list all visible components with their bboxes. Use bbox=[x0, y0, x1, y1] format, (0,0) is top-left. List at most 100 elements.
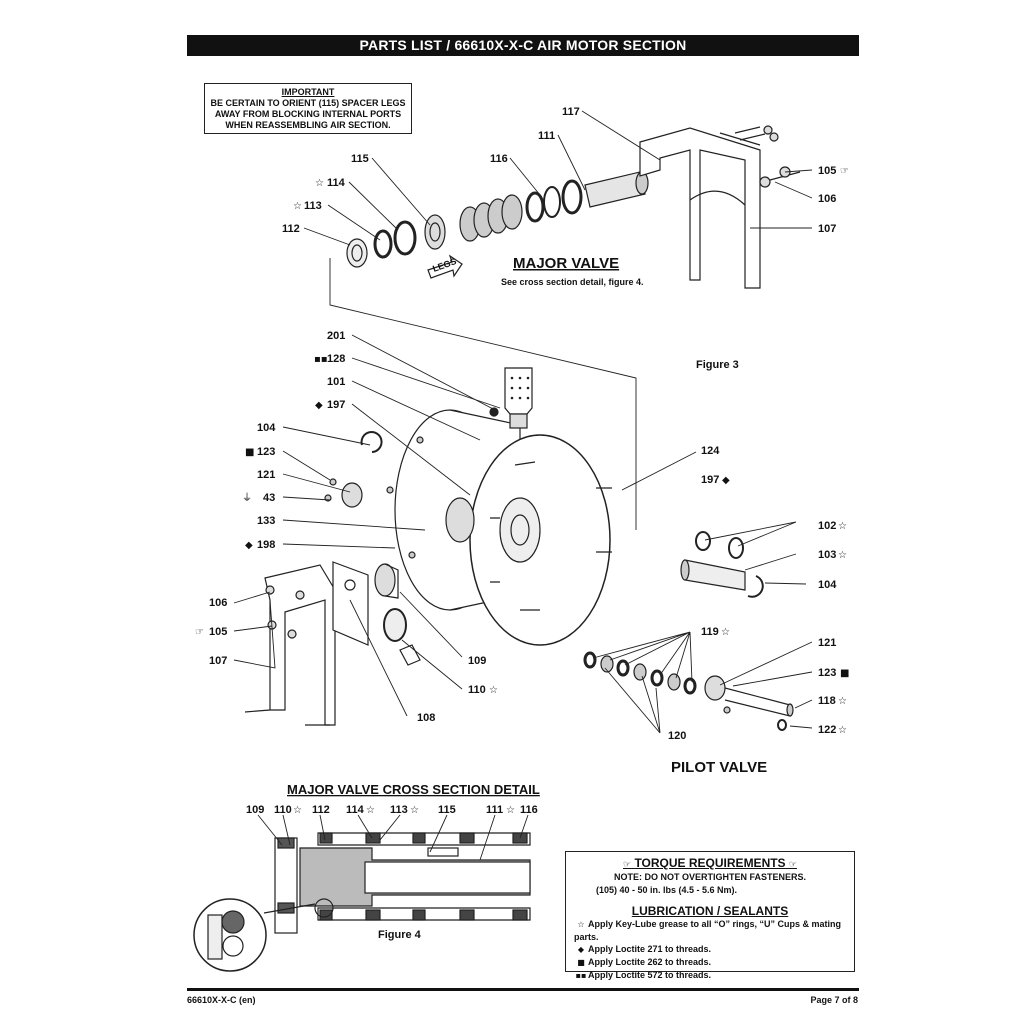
lubrication-text: Apply Loctite 271 to threads. bbox=[588, 944, 712, 954]
lubrication-text: Apply Loctite 262 to threads. bbox=[588, 957, 712, 967]
diamond-symbol: ◆ bbox=[315, 400, 323, 411]
page-title: PARTS LIST / 66610X-X-C AIR MOTOR SECTIO… bbox=[187, 35, 859, 56]
important-heading: IMPORTANT bbox=[281, 87, 335, 97]
cs-label-115: 115 bbox=[438, 804, 456, 816]
lubrication-item: ☆Apply Key-Lube grease to all “O” rings,… bbox=[574, 918, 854, 943]
lubrication-item: ▪▪Apply Loctite 572 to threads. bbox=[574, 969, 854, 982]
label-119: 119 bbox=[701, 626, 719, 638]
label-43: 43 bbox=[263, 492, 275, 504]
label-114: 114 bbox=[327, 177, 346, 189]
square-symbol: ■ bbox=[577, 958, 585, 967]
lubrication-text: Apply Loctite 572 to threads. bbox=[588, 970, 712, 980]
label-115: 115 bbox=[351, 153, 369, 165]
label-128: 128 bbox=[327, 353, 345, 365]
star-symbol: ☆ bbox=[293, 201, 302, 212]
label-111: 111 bbox=[538, 130, 555, 142]
label-118: 118 bbox=[818, 695, 836, 707]
figure-4-caption: Figure 4 bbox=[378, 929, 422, 941]
label-104-right: 104 bbox=[818, 579, 837, 591]
label-109: 109 bbox=[468, 655, 486, 667]
torque-title: ☞ TORQUE REQUIREMENTS ☞ bbox=[566, 856, 854, 870]
air-motor-body bbox=[244, 367, 612, 726]
important-line-2: AWAY FROM BLOCKING INTERNAL PORTS bbox=[214, 109, 402, 119]
ground-symbol-icon: ⏚ bbox=[242, 492, 252, 504]
lubrication-item: ■Apply Loctite 262 to threads. bbox=[574, 956, 854, 969]
important-line-3: WHEN REASSEMBLING AIR SECTION. bbox=[225, 120, 391, 130]
square-symbol: ■ bbox=[840, 668, 849, 679]
star-symbol: ☆ bbox=[838, 521, 847, 532]
label-123-left: 123 bbox=[257, 446, 275, 458]
label-117: 117 bbox=[562, 106, 580, 118]
document-id: 66610X-X-C (en) bbox=[187, 995, 256, 1005]
cs-label-111: 111 bbox=[486, 804, 503, 816]
label-197-right: 197 bbox=[701, 474, 719, 486]
cs-label-109: 109 bbox=[246, 804, 264, 816]
label-120: 120 bbox=[668, 730, 686, 742]
label-198: 198 bbox=[257, 539, 275, 551]
star-symbol: ☆ bbox=[721, 627, 730, 638]
label-107-top: 107 bbox=[818, 223, 836, 235]
cross-section-title: MAJOR VALVE CROSS SECTION DETAIL bbox=[287, 782, 540, 797]
hand-icon: ☞ bbox=[840, 166, 849, 177]
hand-icon: ☞ bbox=[195, 627, 204, 638]
label-105-top: 105 bbox=[818, 165, 836, 177]
lubrication-title: LUBRICATION / SEALANTS bbox=[631, 904, 789, 918]
star-symbol: ☆ bbox=[838, 550, 847, 561]
figure-3-caption: Figure 3 bbox=[696, 359, 739, 371]
pilot-valve-parts bbox=[583, 531, 794, 731]
major-valve-title: MAJOR VALVE bbox=[513, 255, 619, 272]
important-note: IMPORTANT BE CERTAIN TO ORIENT (115) SPA… bbox=[204, 83, 412, 134]
pilot-valve-title: PILOT VALVE bbox=[671, 759, 767, 776]
important-line-1: BE CERTAIN TO ORIENT (115) SPACER LEGS bbox=[210, 98, 406, 108]
cs-label-116: 116 bbox=[520, 804, 538, 816]
label-106-left: 106 bbox=[209, 597, 227, 609]
torque-title-text: TORQUE REQUIREMENTS bbox=[634, 856, 786, 870]
quad-square-symbol: ▪▪ bbox=[575, 971, 587, 980]
diamond-symbol: ◆ bbox=[245, 540, 253, 551]
label-122: 122 bbox=[818, 724, 836, 736]
cs-label-110: 110 bbox=[274, 804, 292, 816]
label-103: 103 bbox=[818, 549, 836, 561]
label-123-right: 123 bbox=[818, 667, 836, 679]
diamond-symbol: ◆ bbox=[722, 475, 730, 486]
quad-square-symbol: ▪▪ bbox=[314, 354, 328, 365]
page-number: Page 7 of 8 bbox=[810, 995, 858, 1005]
square-symbol: ■ bbox=[245, 447, 254, 458]
hand-icon: ☞ bbox=[623, 860, 632, 870]
hand-icon: ☞ bbox=[788, 860, 797, 870]
torque-spec: (105) 40 - 50 in. lbs (4.5 - 5.6 Nm). bbox=[596, 885, 738, 895]
requirements-box: ☞ TORQUE REQUIREMENTS ☞ NOTE: DO NOT OVE… bbox=[565, 851, 855, 980]
label-133: 133 bbox=[257, 515, 275, 527]
diamond-symbol: ◆ bbox=[577, 945, 585, 954]
label-101: 101 bbox=[327, 376, 345, 388]
label-201: 201 bbox=[327, 330, 345, 342]
lubrication-item: ◆Apply Loctite 271 to threads. bbox=[574, 943, 854, 956]
label-124: 124 bbox=[701, 445, 720, 457]
star-symbol: ☆ bbox=[410, 805, 419, 816]
footer-rule bbox=[187, 988, 859, 991]
star-symbol: ☆ bbox=[489, 685, 498, 696]
lubrication-text: Apply Key-Lube grease to all “O” rings, … bbox=[574, 919, 842, 942]
label-105-left: 105 bbox=[209, 626, 227, 638]
cross-section-detail bbox=[193, 832, 531, 972]
star-symbol: ☆ bbox=[315, 178, 324, 189]
star-symbol: ☆ bbox=[366, 805, 375, 816]
major-valve-subtitle: See cross section detail, figure 4. bbox=[501, 277, 644, 287]
label-112: 112 bbox=[282, 223, 300, 235]
label-110: 110 bbox=[468, 684, 486, 696]
major-valve-parts bbox=[346, 125, 801, 289]
label-104-left: 104 bbox=[257, 422, 276, 434]
star-symbol: ☆ bbox=[577, 920, 585, 929]
torque-note: NOTE: DO NOT OVERTIGHTEN FASTENERS. bbox=[613, 872, 806, 882]
label-102: 102 bbox=[818, 520, 836, 532]
label-107-left: 107 bbox=[209, 655, 227, 667]
star-symbol: ☆ bbox=[838, 725, 847, 736]
label-121-left: 121 bbox=[257, 469, 275, 481]
cs-label-114: 114 bbox=[346, 804, 365, 816]
label-121-right: 121 bbox=[818, 637, 836, 649]
star-symbol: ☆ bbox=[293, 805, 302, 816]
cs-label-113: 113 bbox=[390, 804, 408, 816]
label-116: 116 bbox=[490, 153, 508, 165]
star-symbol: ☆ bbox=[838, 696, 847, 707]
